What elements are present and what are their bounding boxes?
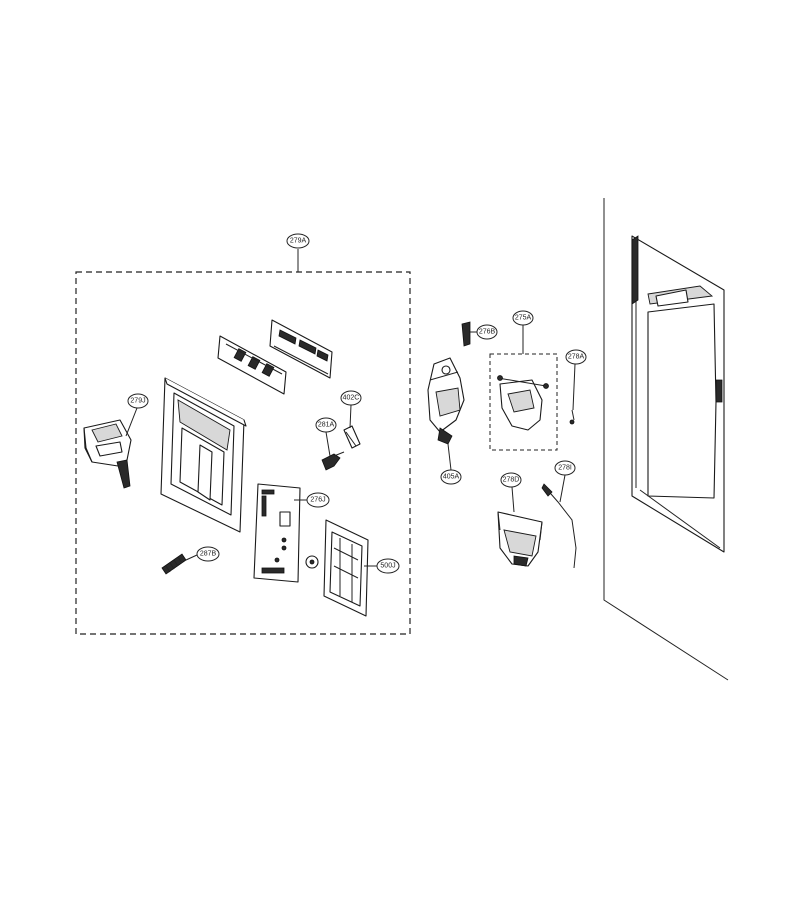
part-upper-cover-plate — [269, 319, 333, 379]
part-287b-spring — [161, 553, 187, 575]
callout-278a: 278A — [568, 354, 585, 361]
assembly-group-275a-box — [489, 353, 558, 451]
callout-275a: 275A — [515, 315, 532, 322]
part-278d-funnel-cup — [497, 511, 543, 567]
callout-500j: 500J — [380, 563, 395, 570]
callout-278i: 278I — [558, 465, 572, 472]
callout-276b: 276B — [479, 329, 496, 336]
callout-281a: 281A — [318, 422, 335, 429]
assembly-group-279a-box — [75, 271, 411, 635]
callout-276j: 276J — [310, 497, 325, 504]
part-278a-pin — [569, 409, 575, 425]
part-281a-clip — [321, 451, 345, 471]
part-dispenser-housing — [160, 377, 247, 533]
refrigerator-door — [603, 198, 729, 681]
part-500j-bracket — [305, 519, 369, 617]
callout-405a: 405A — [443, 474, 460, 481]
part-275a-flap-assembly — [497, 375, 549, 431]
part-405a-actuator — [427, 357, 465, 445]
callout-279a: 279A — [290, 238, 307, 245]
part-279j-lever — [83, 419, 132, 489]
part-switch-board — [217, 335, 287, 395]
part-278i-wire — [541, 483, 577, 569]
callout-278d: 278D — [503, 477, 520, 484]
callout-402c: 402C — [343, 395, 360, 402]
callout-287b: 287B — [200, 551, 217, 558]
part-276b-bracket — [461, 321, 471, 347]
part-276j-control-board — [253, 483, 301, 583]
part-402c-spring — [343, 425, 361, 449]
callout-279j: 279J — [130, 398, 145, 405]
